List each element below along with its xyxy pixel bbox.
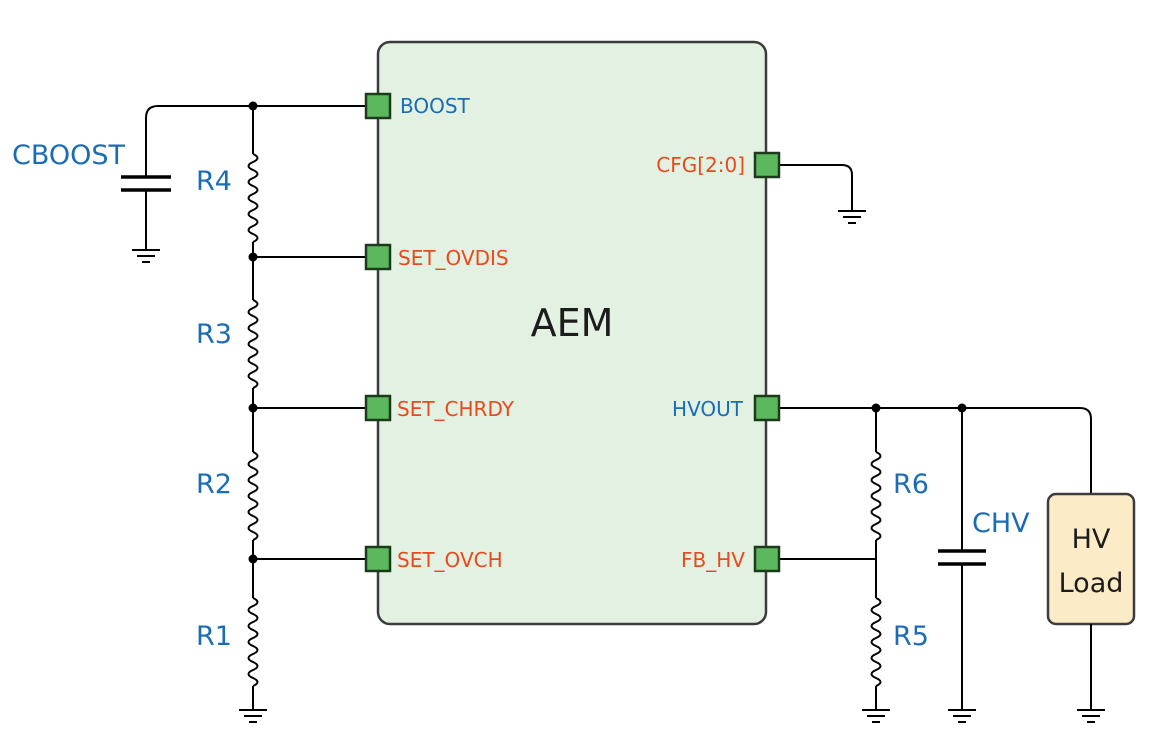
junction-dot — [957, 403, 967, 413]
cboost-capacitor — [121, 175, 171, 250]
label-chv: CHV — [972, 508, 1030, 539]
resistor-r5 — [870, 597, 882, 687]
ground-icon — [132, 249, 160, 263]
pin-label-set-chrdy: SET_CHRDY — [397, 397, 515, 421]
junction-dot — [871, 403, 881, 413]
resistor-r3 — [247, 299, 259, 389]
pin-fb-hv — [753, 545, 781, 573]
junction-dot — [248, 252, 258, 262]
pin-label-set-ovch: SET_OVCH — [397, 548, 503, 572]
hv-load-box — [1046, 492, 1136, 626]
junction-dot — [248, 101, 258, 111]
label-r2: R2 — [196, 469, 232, 500]
resistor-r6 — [870, 451, 882, 541]
ground-icon — [239, 709, 267, 723]
pin-label-hvout: HVOUT — [672, 397, 744, 421]
pin-cfg — [753, 151, 781, 179]
chv-capacitor — [938, 549, 986, 566]
pin-label-fb-hv: FB_HV — [681, 548, 745, 572]
ground-icon — [838, 210, 866, 224]
wire-cfg — [779, 164, 853, 211]
label-r5: R5 — [893, 621, 929, 652]
ground-icon — [948, 709, 976, 723]
label-r1: R1 — [196, 621, 232, 652]
resistor-r4 — [247, 153, 259, 243]
junction-dot — [248, 403, 258, 413]
pin-hvout — [753, 394, 781, 422]
resistor-r2 — [247, 451, 259, 541]
pin-set-ovdis — [364, 243, 392, 271]
pin-set-chrdy — [364, 394, 392, 422]
pin-boost — [364, 92, 392, 120]
load-label-line1: HV — [1072, 524, 1111, 555]
resistor-r1 — [247, 597, 259, 687]
label-r6: R6 — [893, 469, 929, 500]
label-r4: R4 — [196, 166, 232, 197]
wire-hvout — [779, 407, 1092, 494]
pin-label-set-ovdis: SET_OVDIS — [398, 246, 509, 270]
pin-label-cfg: CFG[2:0] — [656, 153, 745, 177]
ground-icon — [1077, 709, 1105, 723]
wire-boost — [145, 105, 366, 176]
aem-chip-body — [376, 40, 768, 626]
label-r3: R3 — [196, 319, 232, 350]
pin-set-ovch — [364, 545, 392, 573]
label-cboost: CBOOST — [12, 140, 126, 171]
chip-name: AEM — [531, 301, 614, 345]
ground-icon — [862, 709, 890, 723]
junction-dot — [248, 554, 258, 564]
load-label-line2: Load — [1059, 568, 1124, 599]
pin-label-boost: BOOST — [400, 94, 471, 118]
